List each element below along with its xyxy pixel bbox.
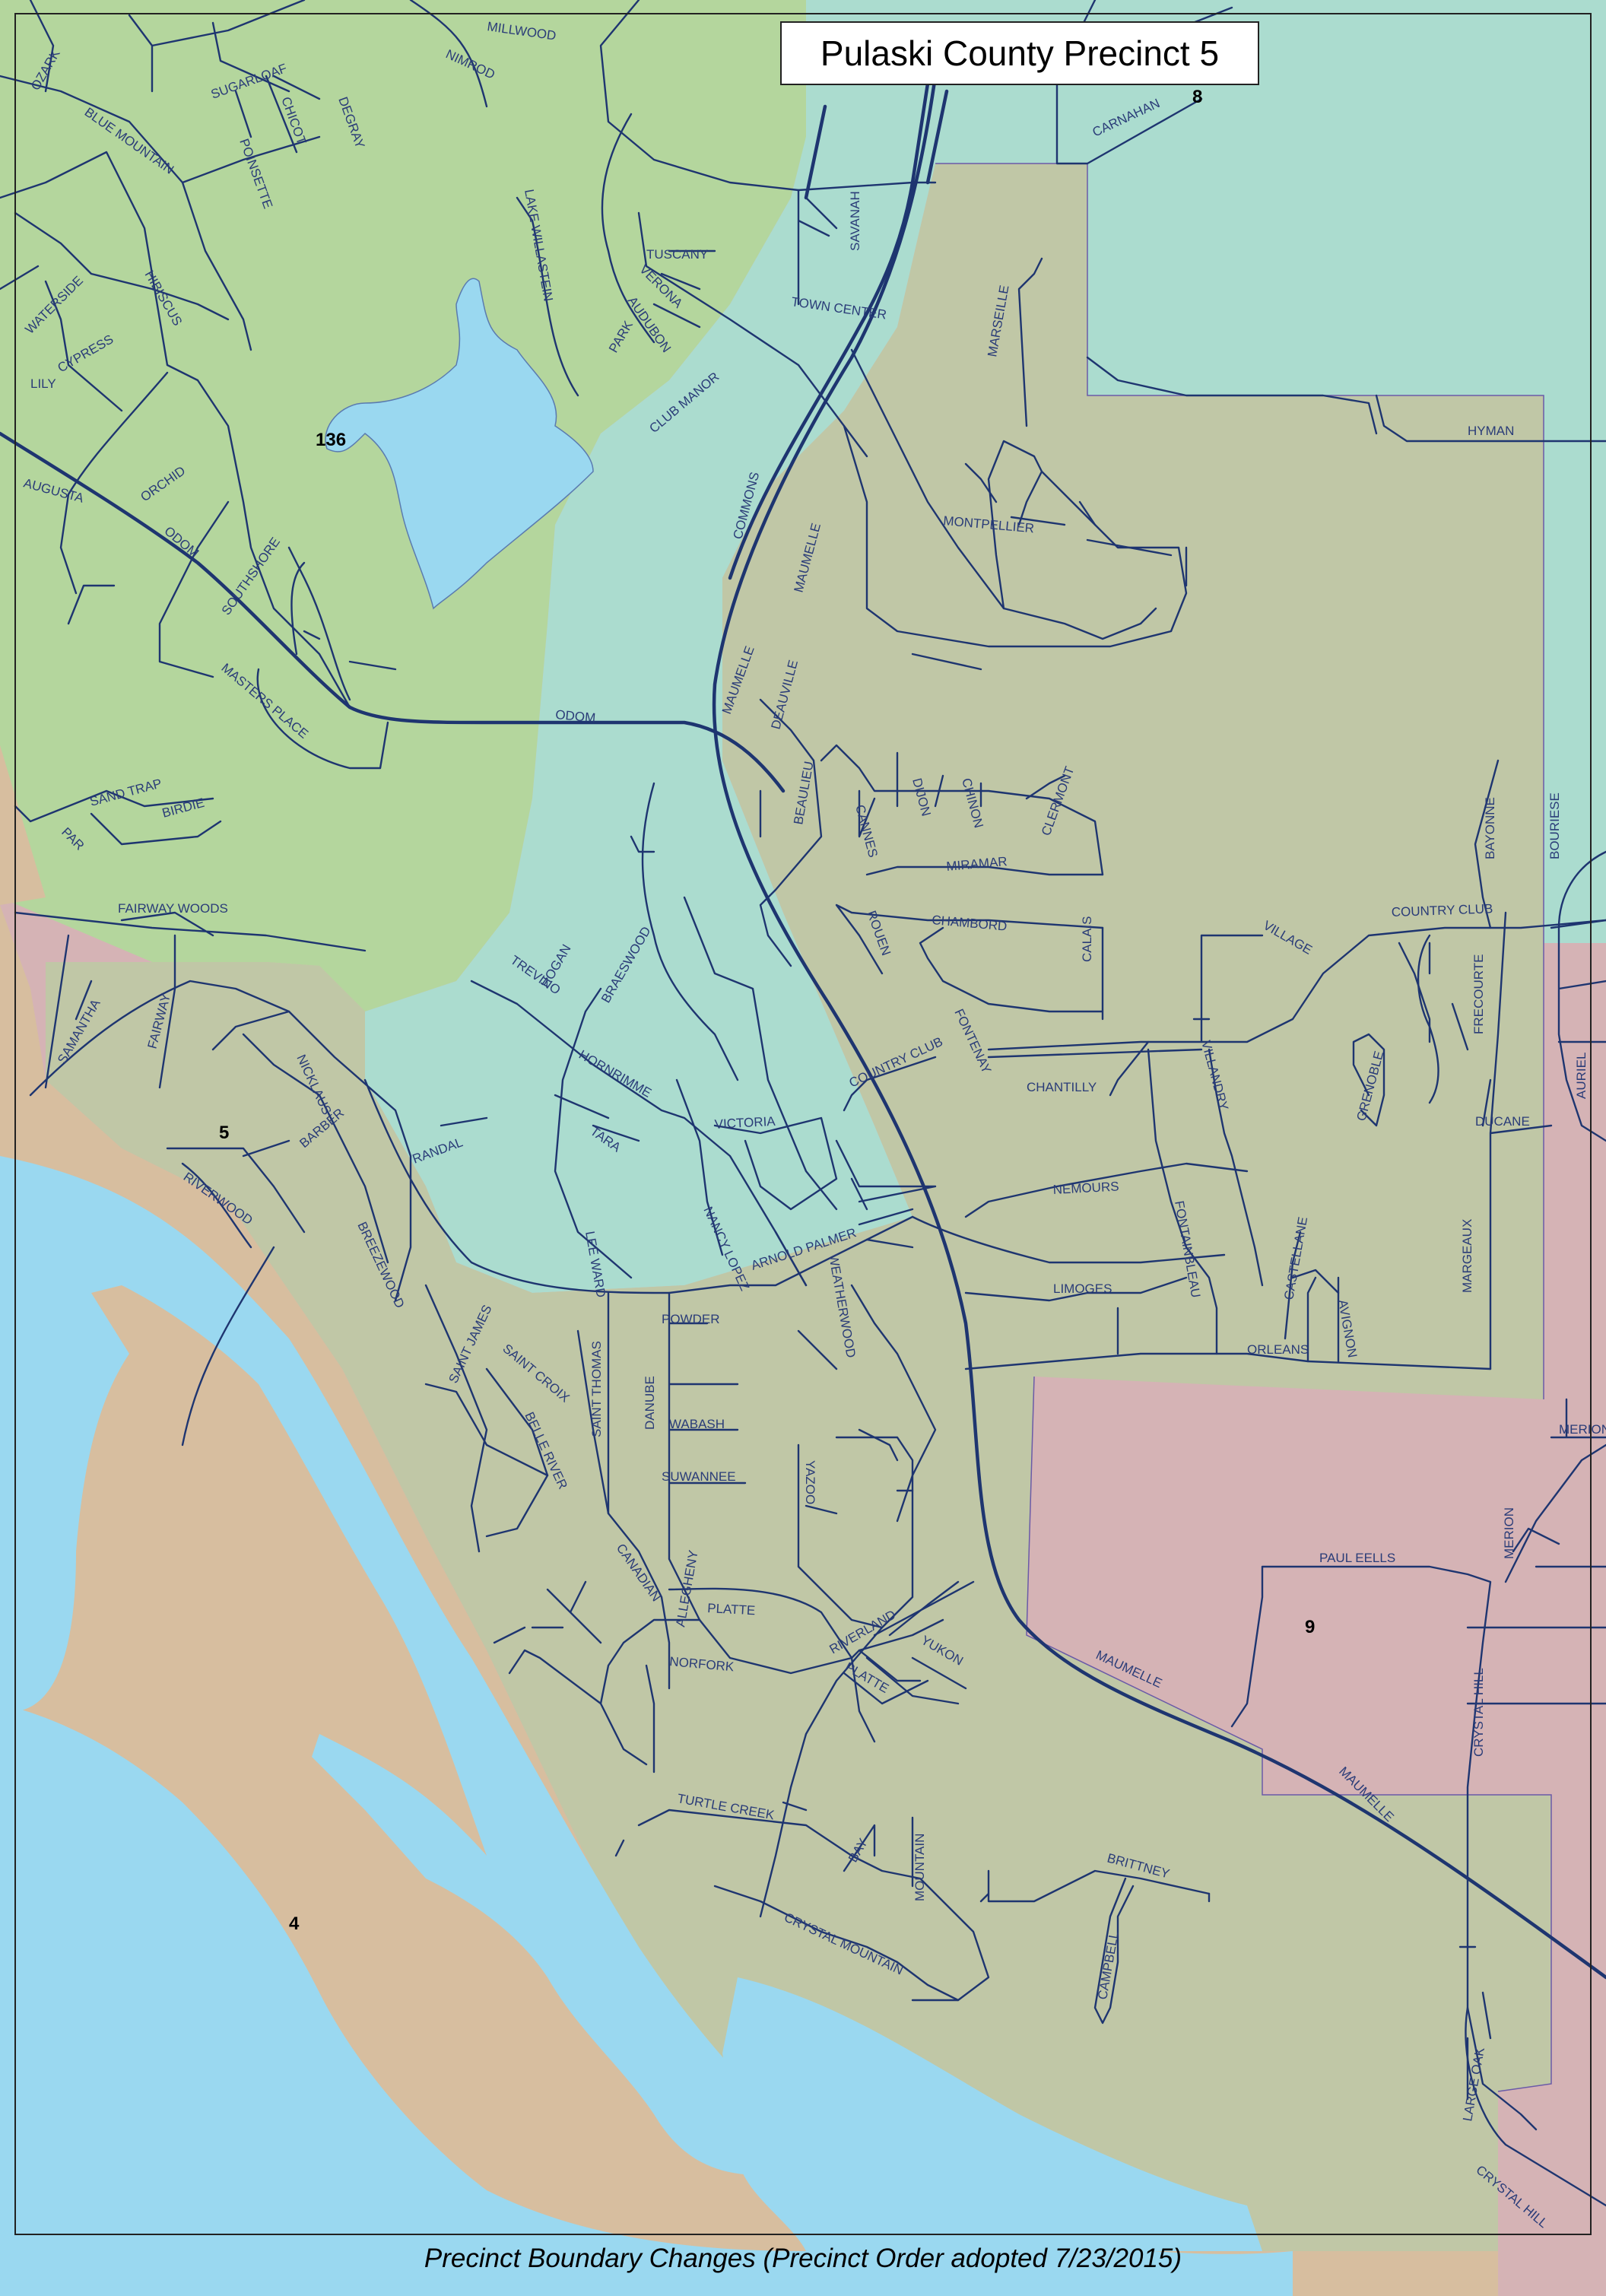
street-label: ORLEANS <box>1247 1342 1309 1357</box>
street-label: ODOM <box>555 707 596 726</box>
street-label: CRYSTAL HILL <box>1471 1668 1486 1757</box>
street-label: MARGEAUX <box>1460 1219 1474 1293</box>
street-label: SAINT THOMAS <box>589 1341 604 1437</box>
street-label: FRECOURTE <box>1471 954 1486 1034</box>
map-frame <box>14 13 1592 2235</box>
lake-willastein <box>325 278 594 610</box>
street-label: FAIRWAY WOODS <box>118 901 228 916</box>
street-label: CHANTILLY <box>1027 1080 1097 1094</box>
street-label: BAYONNE <box>1483 797 1497 859</box>
precinct-8-area <box>760 0 1606 943</box>
precinct-boundaries <box>935 163 1552 2092</box>
street-label: MERION <box>1502 1507 1516 1559</box>
street-label: COUNTRY CLUB <box>1391 901 1493 919</box>
street-label: DUCANE <box>1475 1114 1530 1129</box>
precinct-5-label: 5 <box>219 1123 229 1143</box>
street-label: HYMAN <box>1468 424 1514 438</box>
street-label: SAVANAH <box>848 191 862 251</box>
precinct-4-area <box>0 745 1498 2296</box>
street-label: SUWANNEE <box>662 1469 736 1484</box>
street-label: LILY <box>30 376 56 391</box>
street-label: PLATTE <box>707 1601 756 1618</box>
street-label: BOURIESE <box>1547 792 1562 859</box>
street-label: LIMOGES <box>1053 1281 1112 1296</box>
precinct-8-label: 8 <box>1192 87 1202 107</box>
street-label: MOUNTAIN <box>912 1834 927 1901</box>
street-label: WABASH <box>669 1417 725 1431</box>
river-bar <box>722 1977 1262 2251</box>
precinct-5-area <box>46 164 1551 2251</box>
road-network <box>0 0 1606 2207</box>
street-label: PAUL EELLS <box>1319 1551 1395 1565</box>
map-footer-note: Precinct Boundary Changes (Precinct Orde… <box>424 2244 1182 2273</box>
street-label: CALAIS <box>1080 916 1094 962</box>
precinct-8-lobe <box>365 137 935 1293</box>
precinct-labels: 136 8 5 9 4 <box>219 87 1315 1934</box>
street-label: TUSCANY <box>646 247 708 262</box>
street-label: MERION <box>1559 1422 1606 1437</box>
precinct-136-label: 136 <box>316 430 346 450</box>
map-title: Pulaski County Precinct 5 <box>780 21 1259 85</box>
street-label: VICTORIA <box>714 1114 776 1132</box>
precinct-4-label: 4 <box>289 1913 300 1934</box>
street-label: DANUBE <box>643 1376 657 1430</box>
street-label: POWDER <box>662 1312 720 1326</box>
river <box>0 1156 783 2175</box>
river-lower <box>0 1704 1293 2296</box>
street-label: AURIEL <box>1574 1053 1589 1099</box>
precinct-9-label: 9 <box>1305 1617 1315 1637</box>
street-label: YAZOO <box>803 1460 817 1504</box>
street-label: NEMOURS <box>1052 1179 1119 1197</box>
